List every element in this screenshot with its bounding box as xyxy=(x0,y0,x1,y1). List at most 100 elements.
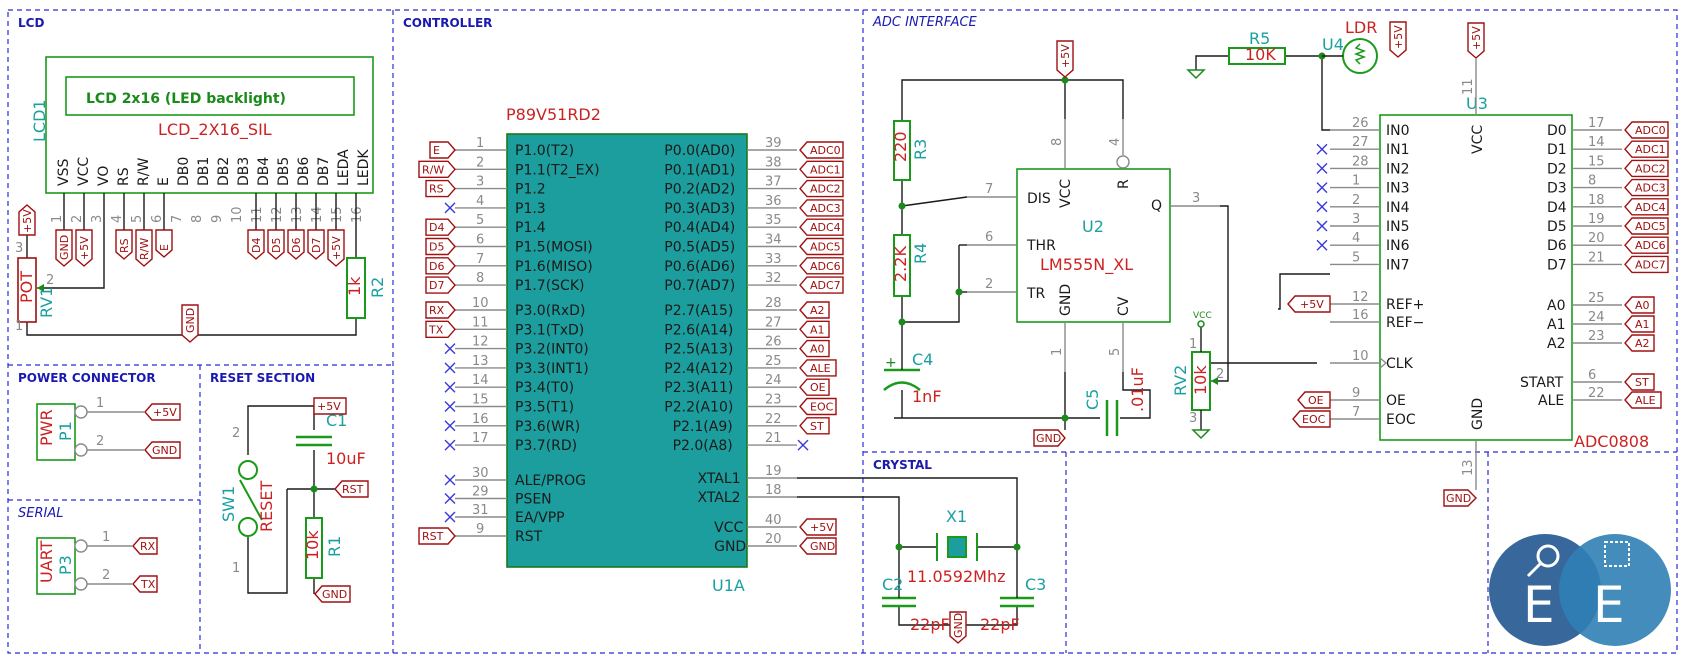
svg-text:U4: U4 xyxy=(1322,35,1344,54)
svg-text:15: 15 xyxy=(472,393,489,408)
lcd-pin-name: DB6 xyxy=(296,157,312,186)
lcd-pin-name: VCC xyxy=(76,157,92,186)
svg-text:P3.5(T1): P3.5(T1) xyxy=(515,400,574,416)
svg-text:START: START xyxy=(1520,375,1564,391)
svg-text:IN2: IN2 xyxy=(1386,161,1410,177)
no-connect-mark xyxy=(797,439,809,451)
svg-text:35: 35 xyxy=(765,213,782,228)
mcu-net-label: OE xyxy=(799,378,830,396)
svg-text:24: 24 xyxy=(1588,310,1605,325)
svg-text:13: 13 xyxy=(472,354,489,369)
svg-text:GND: GND xyxy=(1036,432,1061,445)
svg-text:22: 22 xyxy=(765,412,782,427)
svg-text:4: 4 xyxy=(1108,138,1123,146)
svg-text:5: 5 xyxy=(1108,348,1123,356)
svg-text:R/W: R/W xyxy=(422,163,444,176)
svg-text:C4: C4 xyxy=(912,350,933,369)
mcu-net-label: D4 xyxy=(425,218,456,236)
svg-text:1nF: 1nF xyxy=(912,387,942,406)
mcu-net-label: R/W xyxy=(418,160,456,179)
svg-text:12: 12 xyxy=(472,335,489,350)
svg-text:3: 3 xyxy=(1352,212,1360,227)
adc-value: ADC0808 xyxy=(1574,432,1649,451)
lcd-pin-number: 10 xyxy=(230,206,245,223)
resistor-r5: R5 10K xyxy=(1228,29,1286,65)
mcu-net-label: ADC7 xyxy=(799,276,844,294)
svg-text:36: 36 xyxy=(765,194,782,209)
svg-text:1: 1 xyxy=(232,561,240,576)
svg-text:OE: OE xyxy=(1308,394,1324,407)
svg-text:IN6: IN6 xyxy=(1386,238,1410,254)
svg-text:P1.6(MISO): P1.6(MISO) xyxy=(515,259,593,275)
svg-text:OE: OE xyxy=(810,381,826,394)
search-icon xyxy=(1536,544,1560,568)
svg-text:P1.5(MOSI): P1.5(MOSI) xyxy=(515,240,593,256)
svg-text:P2.1(A9): P2.1(A9) xyxy=(673,419,733,435)
svg-text:A0: A0 xyxy=(1635,299,1650,312)
svg-text:GND: GND xyxy=(1470,398,1486,430)
lcd-pin-name: R/W xyxy=(136,158,152,186)
svg-text:26: 26 xyxy=(1352,116,1369,131)
svg-text:+5V: +5V xyxy=(1059,44,1072,68)
svg-text:IN3: IN3 xyxy=(1386,181,1410,197)
svg-text:P2.7(A15): P2.7(A15) xyxy=(664,303,733,319)
svg-text:D5: D5 xyxy=(1547,219,1567,235)
svg-text:IN1: IN1 xyxy=(1386,142,1410,158)
svg-text:R: R xyxy=(1116,179,1132,189)
ldr-u4: U4 LDR xyxy=(1322,18,1378,74)
svg-text:8: 8 xyxy=(1050,138,1065,146)
svg-text:+5V: +5V xyxy=(153,406,177,419)
svg-text:8: 8 xyxy=(1588,174,1596,189)
svg-text:TX: TX xyxy=(428,323,444,336)
svg-text:22pF: 22pF xyxy=(910,615,950,634)
ldr-plus5-label: +5V xyxy=(1389,21,1407,58)
company-logo: E E xyxy=(1489,534,1671,646)
svg-text:P2.2(A10): P2.2(A10) xyxy=(664,400,733,416)
svg-text:P3.6(WR): P3.6(WR) xyxy=(515,419,580,435)
svg-text:IN7: IN7 xyxy=(1386,257,1410,273)
mcu-net-label: RS xyxy=(425,179,456,198)
svg-text:E: E xyxy=(158,244,171,251)
svg-text:A2: A2 xyxy=(1635,337,1650,350)
lcd-pin-number: 12 xyxy=(270,206,285,223)
svg-text:+5V: +5V xyxy=(1300,298,1324,311)
svg-text:+5V: +5V xyxy=(330,236,343,260)
svg-text:RV2: RV2 xyxy=(1171,365,1190,396)
power-connector-p1: 1 2 PWR P1 +5V GND xyxy=(36,396,181,461)
reset-section: 2 1 SW1 RESET C1 10uF 10k R1 +5V RST GND xyxy=(219,397,369,603)
adc-gnd-label: GND xyxy=(1443,489,1477,507)
svg-text:3: 3 xyxy=(15,241,23,256)
svg-text:P3.7(RD): P3.7(RD) xyxy=(515,438,577,454)
mcu-net-label: GND xyxy=(799,537,837,555)
no-connect-mark xyxy=(444,493,456,504)
svg-text:OE: OE xyxy=(1386,393,1406,409)
section-title-adc: ADC INTERFACE xyxy=(872,15,978,30)
svg-text:10: 10 xyxy=(1352,349,1369,364)
adc-net-label: A2 xyxy=(1624,334,1655,352)
svg-text:14: 14 xyxy=(472,373,489,388)
timer-ref: U2 xyxy=(1082,217,1104,236)
timer-lm555: U2 LM555N_XL DIS VCC R THR TR GND CV Q 7… xyxy=(967,119,1220,372)
svg-text:GND: GND xyxy=(810,540,835,553)
svg-text:P0.4(AD4): P0.4(AD4) xyxy=(664,220,735,236)
svg-text:P1.0(T2): P1.0(T2) xyxy=(515,143,574,159)
svg-text:C1: C1 xyxy=(326,411,347,430)
lcd-pin-number: 6 xyxy=(150,215,165,223)
adc-net-label: ALE xyxy=(1624,391,1662,409)
svg-text:34: 34 xyxy=(765,233,782,248)
svg-text:RESET: RESET xyxy=(257,481,276,532)
no-connect-mark xyxy=(1316,201,1328,213)
